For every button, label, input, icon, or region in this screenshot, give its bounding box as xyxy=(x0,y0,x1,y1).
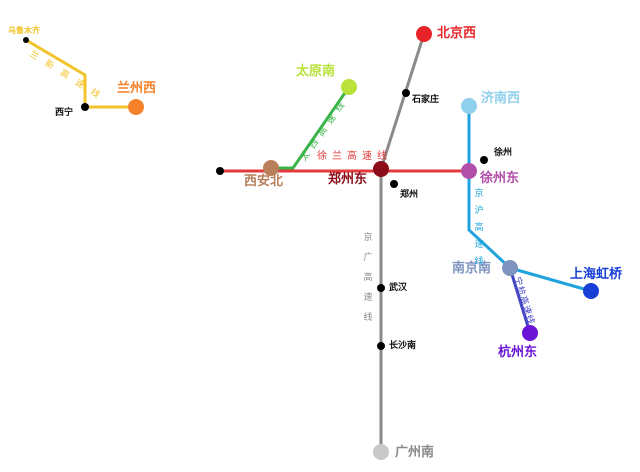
changshanan-label: 长沙南 xyxy=(389,341,417,351)
xulan-terminus-dot[interactable] xyxy=(216,167,224,175)
shanghaihongqiao-label: 上海虹桥 xyxy=(570,267,623,282)
shanghaihongqiao-station-marker[interactable] xyxy=(583,283,599,299)
xuzhou-station-dot[interactable] xyxy=(480,156,488,164)
ninghang-line xyxy=(508,267,532,334)
zhengzhoudong-station-marker[interactable] xyxy=(373,161,389,177)
nanjingnan-label: 南京南 xyxy=(452,261,492,276)
nanjingnan-station-marker[interactable] xyxy=(502,260,518,276)
hangzhoudong-label: 杭州东 xyxy=(498,345,538,360)
zhengzhoudong-label: 郑州东 xyxy=(328,172,368,187)
hangzhoudong-station-marker[interactable] xyxy=(522,325,538,341)
shijiazhuang-station-dot[interactable] xyxy=(402,89,410,97)
zhengzhou-station-dot[interactable] xyxy=(390,180,398,188)
xulan-line-label: 徐兰高速线 xyxy=(317,151,392,162)
xining-station-dot[interactable] xyxy=(81,103,89,111)
zhengzhou-label: 郑州 xyxy=(400,190,419,200)
changshanan-station-dot[interactable] xyxy=(377,342,385,350)
jingguang-line-label: 京广高速线 xyxy=(363,233,373,323)
xuzhou-label: 徐州 xyxy=(494,148,513,158)
guangzhounan-label: 广州南 xyxy=(395,445,435,460)
lanzhouxi-label: 兰州西 xyxy=(117,81,157,96)
guangzhounan-station-marker[interactable] xyxy=(373,444,389,460)
urumqi-station-dot[interactable] xyxy=(23,37,29,43)
wuhan-label: 武汉 xyxy=(389,283,408,293)
beijingxi-station-marker[interactable] xyxy=(416,26,432,42)
xining-label: 西宁 xyxy=(55,108,74,118)
jinanxi-station-marker[interactable] xyxy=(461,98,477,114)
beijingxi-label: 北京西 xyxy=(437,26,477,41)
xianbei-label: 西安北 xyxy=(244,174,284,189)
jinanxi-label: 济南西 xyxy=(481,91,521,106)
taiyuannan-station-marker[interactable] xyxy=(341,79,357,95)
urumqi-label: 乌鲁木齐 xyxy=(8,25,40,35)
lanzhouxi-station-marker[interactable] xyxy=(128,99,144,115)
jinghu-line-label: 京沪高速线 xyxy=(474,189,484,267)
xuzhoudong-label: 徐州东 xyxy=(480,171,520,186)
shijiazhuang-label: 石家庄 xyxy=(412,95,440,105)
xianbei-station-marker[interactable] xyxy=(263,160,279,176)
taiyuannan-label: 太原南 xyxy=(296,64,336,79)
xuzhoudong-station-marker[interactable] xyxy=(461,163,477,179)
wuhan-station-dot[interactable] xyxy=(377,284,385,292)
lanxin-line xyxy=(25,38,136,109)
